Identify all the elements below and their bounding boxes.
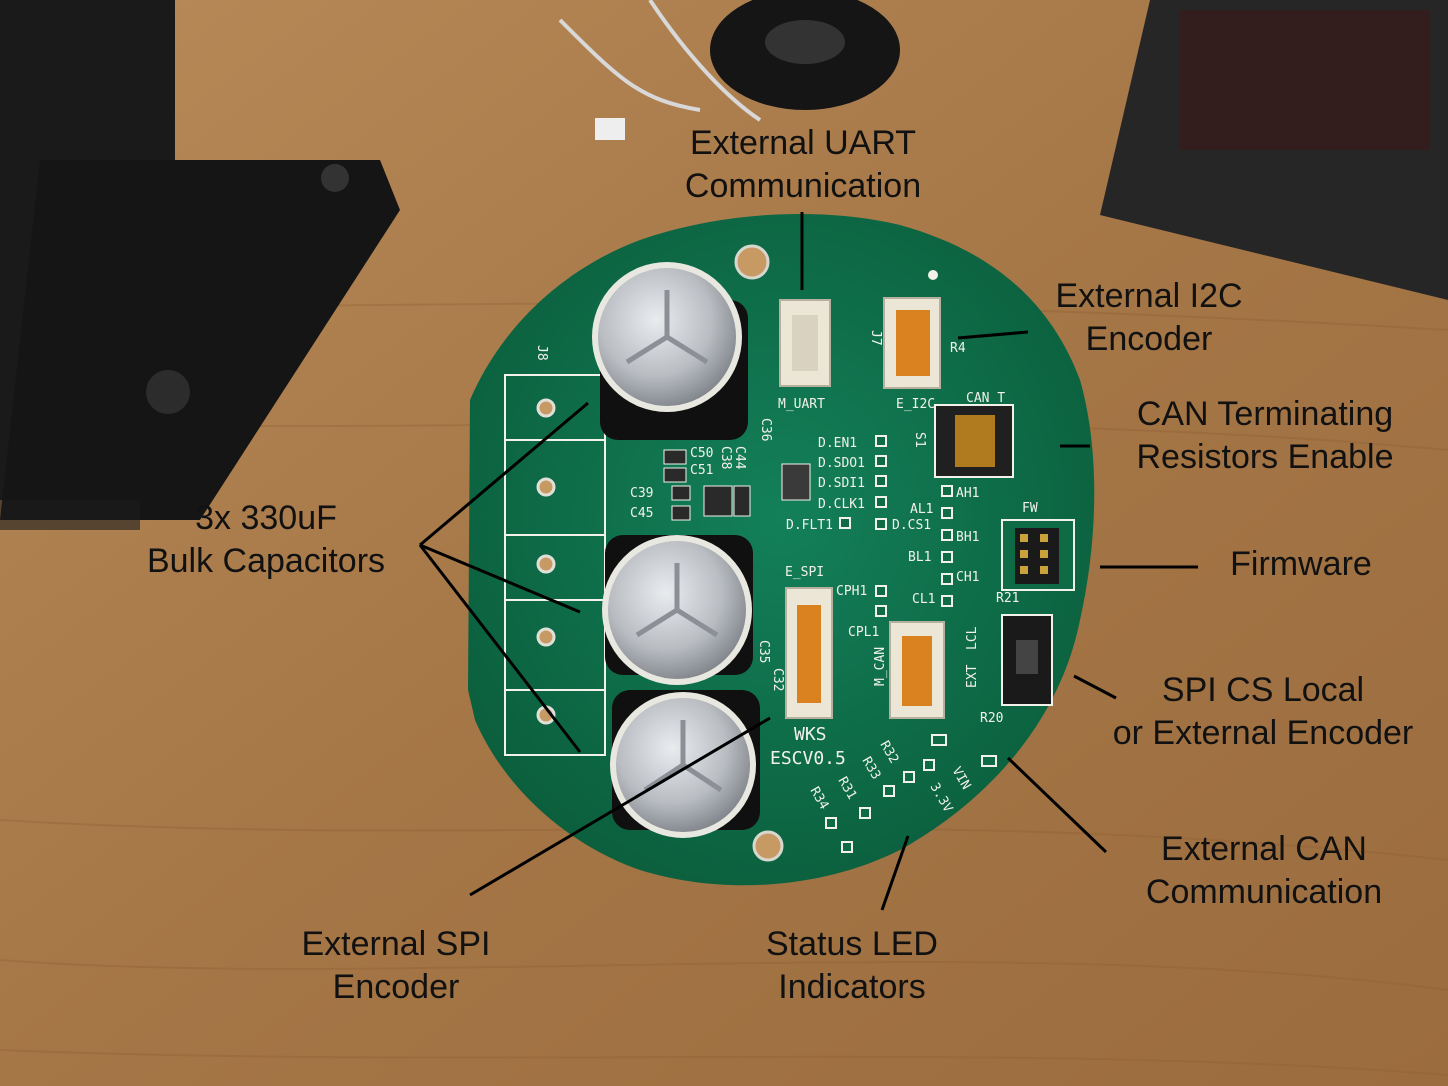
silk-d-sdi1: D.SDI1 (818, 476, 865, 491)
capacitors-callout-line1: 3x 330uF (195, 499, 337, 537)
capacitor-leader-top (419, 401, 589, 547)
silk-r20: R20 (980, 711, 1003, 726)
silk-c45: C45 (630, 506, 653, 521)
capacitor-leader-middle (419, 543, 581, 614)
silk-lcl: LCL (965, 626, 980, 650)
silk-bh1: BH1 (956, 530, 979, 545)
silk-d-clk1: D.CLK1 (818, 497, 865, 512)
bulk-capacitor (610, 690, 760, 838)
spi-cs-leader (1073, 674, 1117, 700)
can-comm-callout-line2: Communication (1145, 873, 1383, 911)
uart-callout: External UART Communication (650, 122, 956, 208)
silk-c35: C35 (756, 640, 771, 663)
e-spi-connector (785, 587, 833, 719)
background-led-matrix (1100, 0, 1448, 300)
silk-c50: C50 (690, 446, 713, 461)
spi-cs-callout-line2: or External Encoder (1112, 714, 1414, 752)
silk-e-i2c: E_I2C (896, 397, 935, 412)
silk-s1: S1 (912, 432, 927, 448)
silk-ch1: CH1 (956, 570, 979, 585)
can-term-callout-line2: Resistors Enable (1136, 438, 1394, 476)
silk-c44: C44 (732, 446, 747, 470)
silk-c38: C38 (718, 446, 733, 469)
silk-r4: R4 (950, 341, 966, 356)
m-uart-connector (779, 299, 831, 387)
bulk-capacitor (592, 262, 748, 440)
j8-holes (536, 398, 556, 725)
i2c-callout-line1: External I2C (1055, 277, 1243, 315)
status-led-callout-line2: Indicators (778, 968, 926, 1006)
silk-ah1: AH1 (956, 486, 979, 501)
spi-leader (469, 716, 771, 897)
led-pads (825, 435, 997, 853)
i2c-callout-line2: Encoder (1085, 320, 1213, 358)
can-term-callout: CAN Terminating Resistors Enable (1104, 393, 1426, 479)
silk-e-spi: E_SPI (785, 565, 824, 580)
capacitors-callout: 3x 330uF Bulk Capacitors (118, 497, 414, 583)
spi-cs-callout-line1: SPI CS Local (1161, 671, 1365, 709)
silk-c39: C39 (630, 486, 653, 501)
i2c-callout: External I2C Encoder (1030, 275, 1268, 361)
status-led-leader (880, 835, 910, 911)
firmware-callout: Firmware (1206, 543, 1396, 586)
silk-d-cs1: D.CS1 (892, 518, 931, 533)
status-led-callout: Status LED Indicators (738, 923, 966, 1009)
firmware-header (1001, 519, 1075, 591)
silk-m-uart: M_UART (778, 397, 825, 412)
spi-callout-line1: External SPI (301, 925, 491, 963)
silk-cph1: CPH1 (836, 584, 867, 599)
spi-cs-callout: SPI CS Local or External Encoder (1082, 669, 1444, 755)
spi-callout-line2: Encoder (332, 968, 460, 1006)
silk-board-name: WKS (794, 724, 827, 745)
silk-cl1: CL1 (912, 592, 935, 607)
can-terminator-dip-switch (934, 404, 1014, 478)
silk-can-t: CAN_T (966, 391, 1005, 406)
callout-leader-lines (418, 212, 1198, 911)
status-led-callout-line1: Status LED (766, 925, 938, 963)
spi-cs-slide-switch (1001, 614, 1053, 706)
silk-d-sdo1: D.SDO1 (818, 456, 865, 471)
uart-callout-line1: External UART (689, 124, 917, 162)
background-tape-roll (710, 0, 900, 110)
e-i2c-connector (883, 297, 941, 389)
silk-c36: C36 (758, 418, 773, 441)
silk-c32: C32 (770, 668, 785, 691)
silk-j7: J7 (868, 330, 883, 346)
smd-components (663, 449, 811, 521)
m-can-connector (889, 621, 945, 719)
uart-callout-line2: Communication (684, 167, 922, 205)
can-comm-leader (1006, 756, 1108, 854)
silk-fw: FW (1022, 501, 1038, 516)
firmware-callout-line1: Firmware (1230, 545, 1372, 583)
silk-al1: AL1 (910, 502, 933, 517)
background-shadow (0, 500, 140, 530)
background-wires (558, 0, 762, 140)
i2c-leader (957, 330, 1029, 340)
can-comm-callout: External CAN Communication (1116, 828, 1412, 914)
silk-d-flt1: D.FLT1 (786, 518, 833, 533)
silk-m-can: M_CAN (873, 647, 888, 686)
silk-bl1: BL1 (908, 550, 931, 565)
silk-d-en1: D.EN1 (818, 436, 857, 451)
spi-callout: External SPI Encoder (272, 923, 520, 1009)
silk-board-version: ESCV0.5 (770, 748, 846, 769)
silk-cpl1: CPL1 (848, 625, 879, 640)
silk-c51: C51 (690, 463, 713, 478)
bulk-capacitor (602, 535, 753, 685)
background-motor-housing (0, 0, 400, 520)
can-comm-callout-line1: External CAN (1161, 830, 1367, 868)
silk-r21: R21 (996, 591, 1019, 606)
silk-ext: EXT (965, 664, 980, 688)
capacitor-leader-bottom (418, 544, 582, 753)
capacitors-callout-line2: Bulk Capacitors (146, 542, 386, 580)
can-term-callout-line1: CAN Terminating (1136, 395, 1394, 433)
silk-j8: J8 (534, 345, 549, 361)
